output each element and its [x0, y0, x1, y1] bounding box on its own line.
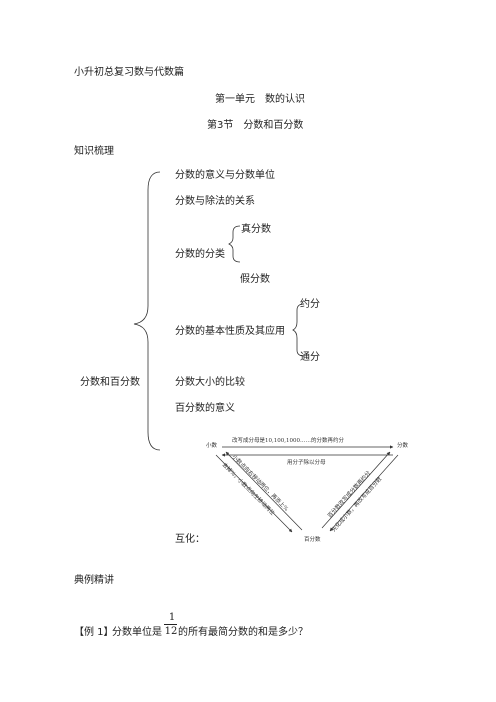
item-meaning: 分数的意义与分数单位	[175, 170, 275, 181]
item-compare: 分数大小的比较	[175, 377, 245, 388]
classification-brace	[228, 225, 241, 263]
edge-fraction-to-percent	[329, 454, 399, 532]
item-classification: 分数的分类	[175, 249, 225, 260]
item-conversion: 互化：	[175, 534, 205, 545]
section-title: 第3节 分数和百分数	[207, 120, 304, 131]
fraction-bar	[164, 624, 177, 625]
example-tag: 【例 1】	[74, 627, 114, 638]
top-edge-upper-label: 改写成分母是10,100,1000……的分数再约分	[232, 436, 344, 444]
node-fraction: 分数	[397, 441, 409, 449]
item-improper: 假分数	[240, 274, 270, 285]
main-brace	[133, 171, 161, 451]
root-label: 分数和百分数	[80, 377, 140, 388]
item-proper: 真分数	[241, 224, 271, 235]
item-division: 分数与除法的关系	[175, 196, 255, 207]
unit-title: 第一单元 数的认识	[215, 94, 305, 105]
property-brace	[292, 303, 305, 357]
series-title: 小升初总复习数与代数篇	[74, 67, 184, 78]
node-decimal: 小数	[206, 441, 218, 449]
knowledge-heading: 知识梳理	[74, 146, 114, 157]
example-suffix: 的所有最简分数的和是多少？	[178, 627, 308, 638]
edge-decimal-to-percent	[215, 454, 293, 533]
node-percent: 百分数	[304, 535, 321, 543]
example-heading: 典例精讲	[74, 575, 114, 586]
example-prefix: 分数单位是	[112, 627, 162, 638]
edge-percent-to-fraction	[321, 451, 391, 529]
top-edge-lower-label: 用分子除以分母	[287, 458, 326, 466]
item-basic-property: 分数的基本性质及其应用	[175, 326, 285, 337]
edge-percent-to-decimal	[225, 451, 303, 531]
item-common-denominator: 通分	[300, 352, 320, 363]
item-reduce: 约分	[300, 299, 320, 310]
fraction-denominator: 12	[164, 626, 178, 637]
fraction-numerator: 1	[168, 612, 176, 623]
item-percent-meaning: 百分数的意义	[175, 403, 235, 414]
